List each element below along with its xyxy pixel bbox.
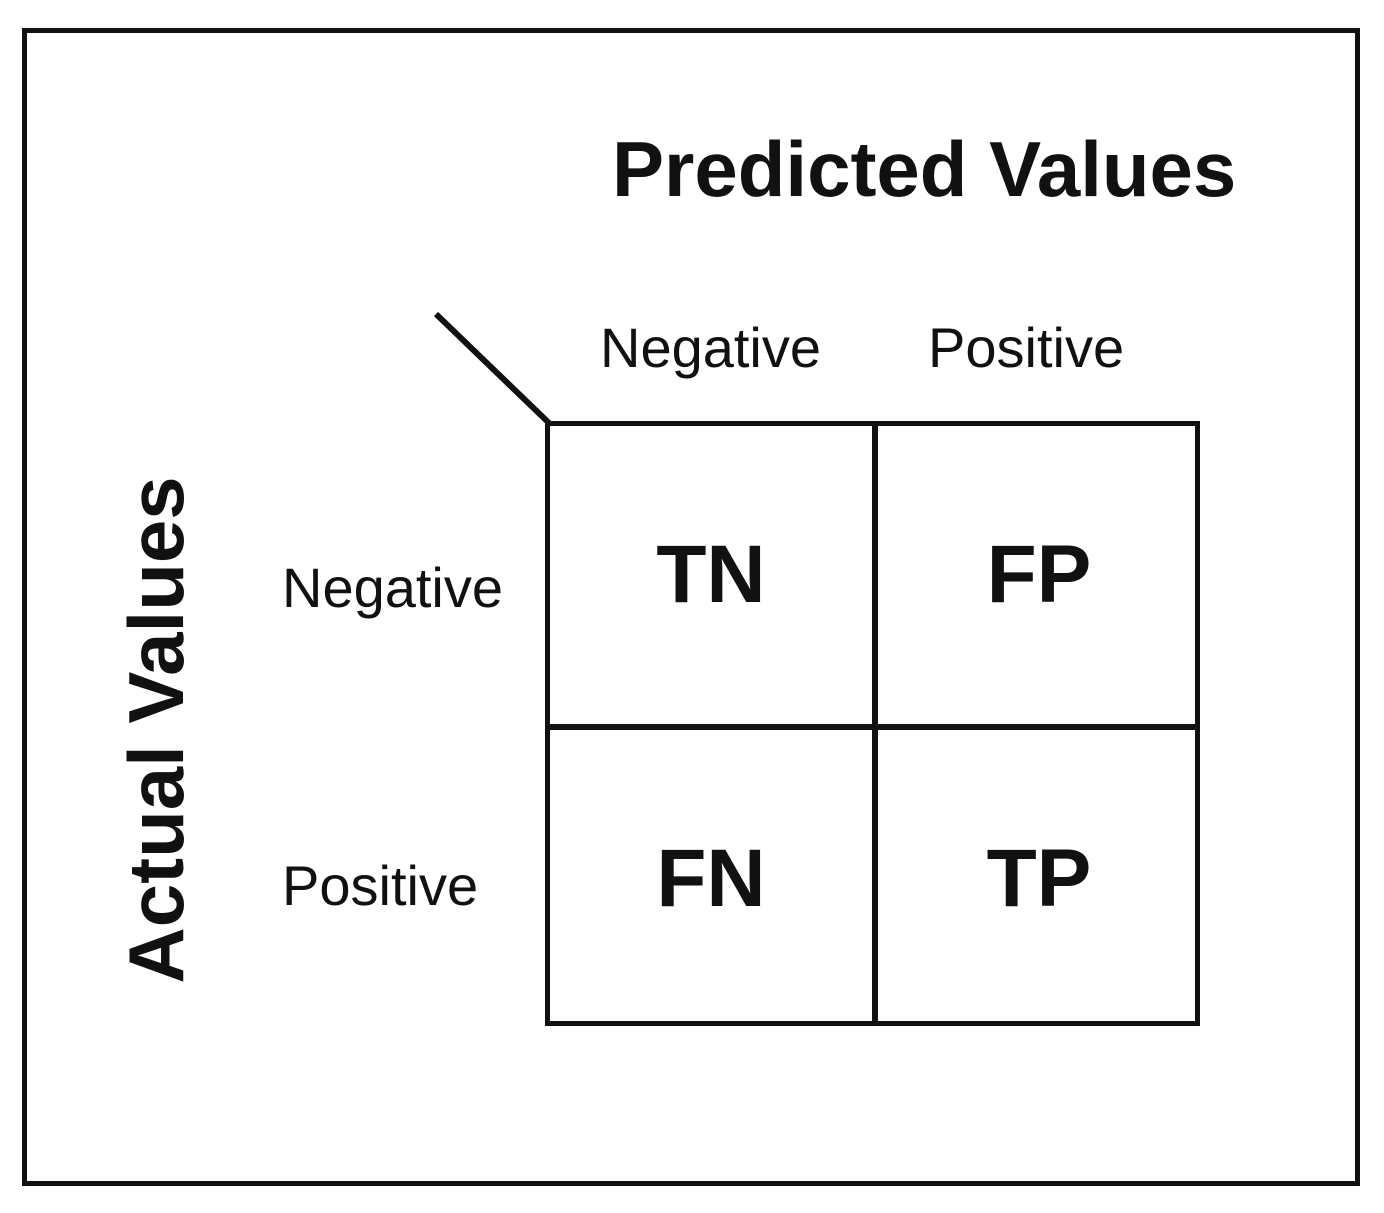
- matrix-horizontal-divider: [550, 724, 1195, 730]
- row-label-positive: Positive: [282, 854, 479, 917]
- row-label-negative: Negative: [282, 556, 504, 619]
- diagram-frame: [22, 28, 1360, 1186]
- cell-false-negative: FN: [656, 833, 766, 924]
- cell-true-negative: TN: [656, 529, 766, 620]
- predicted-values-title: Predicted Values: [612, 125, 1237, 213]
- confusion-matrix-grid: TN FP FN TP: [545, 421, 1200, 1026]
- corner-diagonal-stroke: [433, 311, 552, 426]
- column-label-negative: Negative: [600, 316, 822, 379]
- cell-false-positive: FP: [986, 529, 1092, 620]
- cell-true-positive: TP: [986, 833, 1092, 924]
- matrix-vertical-divider: [872, 426, 878, 1021]
- column-label-positive: Positive: [928, 316, 1125, 379]
